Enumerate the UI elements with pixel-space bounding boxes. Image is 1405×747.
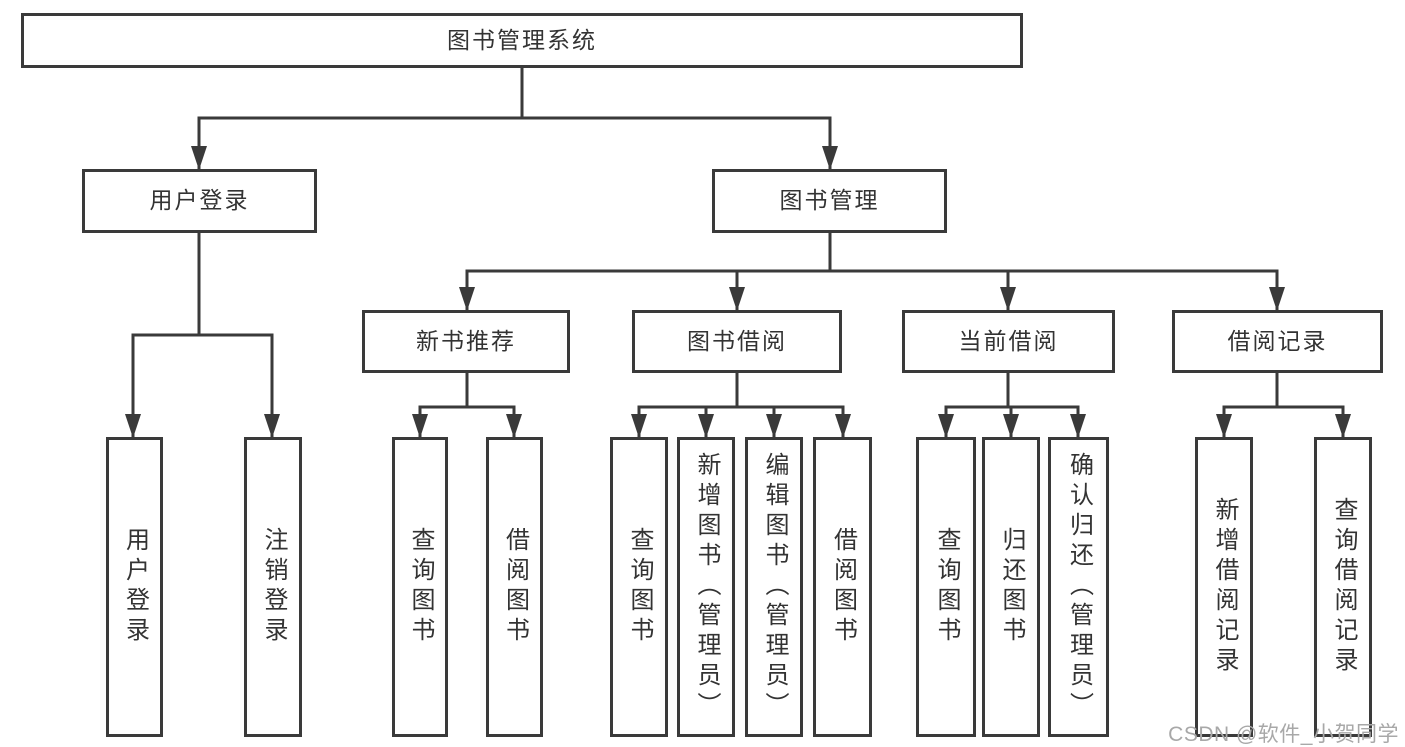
leaf-add-borrow-record: 新增借阅记录 [1195, 437, 1253, 737]
node-book-borrowing: 图书借阅 [632, 310, 842, 373]
watermark-text: CSDN @软件_小贺同学 [1168, 723, 1399, 746]
node-new-book-recommendation: 新书推荐 [362, 310, 570, 373]
leaf-borrow-books-borrow: 借阅图书 [813, 437, 872, 737]
leaf-borrow-books-recommend: 借阅图书 [486, 437, 543, 737]
node-current-borrowing: 当前借阅 [902, 310, 1115, 373]
leaf-user-login: 用户登录 [106, 437, 163, 737]
leaf-add-book-admin: 新增图书（管理员） [677, 437, 735, 737]
node-library-management-system: 图书管理系统 [21, 13, 1023, 68]
node-user-login: 用户登录 [82, 169, 317, 233]
node-borrowing-records: 借阅记录 [1172, 310, 1383, 373]
node-book-management: 图书管理 [712, 169, 947, 233]
leaf-logout: 注销登录 [244, 437, 302, 737]
leaf-query-borrow-record: 查询借阅记录 [1314, 437, 1372, 737]
leaf-return-books: 归还图书 [982, 437, 1040, 737]
leaf-query-books-recommend: 查询图书 [392, 437, 448, 737]
leaf-edit-book-admin: 编辑图书（管理员） [745, 437, 803, 737]
leaf-confirm-return-admin: 确认归还（管理员） [1048, 437, 1109, 737]
leaf-query-books-borrow: 查询图书 [610, 437, 668, 737]
leaf-query-books-current: 查询图书 [916, 437, 976, 737]
